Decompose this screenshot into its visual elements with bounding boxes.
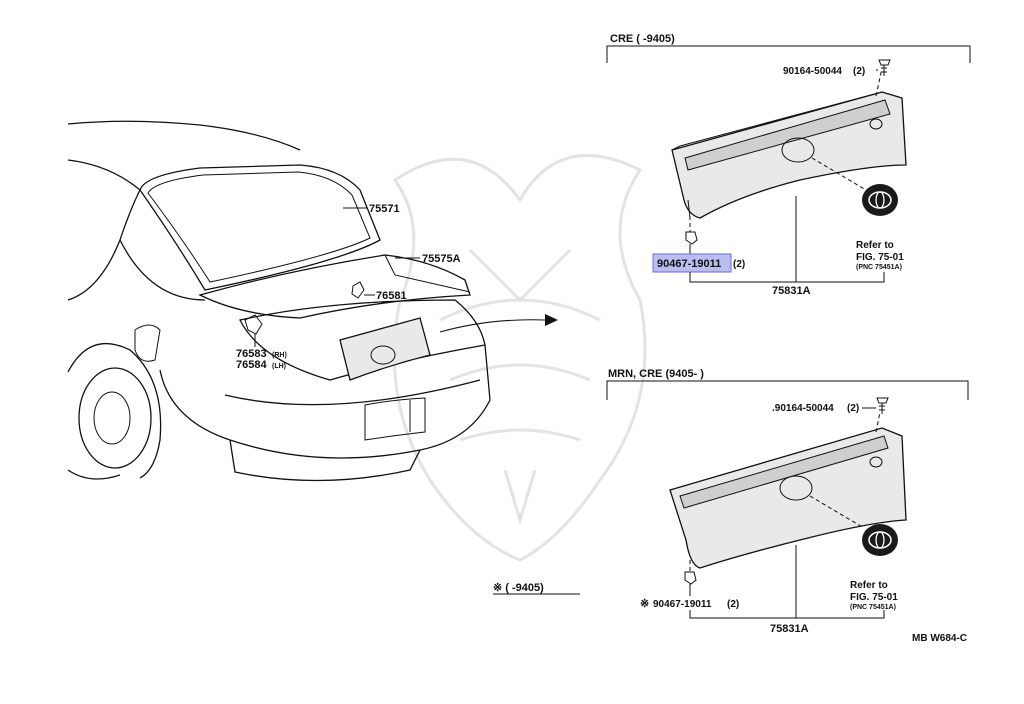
label-part-75575a: 75575A (422, 253, 461, 265)
clip-icon (684, 571, 697, 585)
label-side-rh: (RH) (272, 352, 287, 359)
footnote: ※ ( -9405) (493, 582, 544, 594)
upper-refer-line2: FIG. 75-01 (856, 252, 904, 263)
emblem-icon (862, 184, 898, 216)
upper-screw-part: 90164-50044 (783, 66, 842, 77)
upper-clip-qty: (2) (733, 259, 745, 270)
lower-refer-line3: (PNC 75451A) (850, 604, 896, 611)
label-part-76581: 76581 (376, 290, 407, 302)
upper-refer-line3: (PNC 75451A) (856, 264, 902, 271)
upper-clip-part[interactable]: 90467-19011 (657, 258, 721, 270)
lower-screw-part: .90164-50044 (772, 403, 834, 414)
clip-icon-76583 (244, 314, 263, 335)
upper-panel-part: 75831A (772, 285, 811, 297)
label-part-75571: 75571 (369, 203, 400, 215)
clip-icon (685, 231, 698, 245)
upper-section-title: CRE ( -9405) (610, 33, 675, 45)
highlight-box (652, 253, 732, 273)
lower-clip-qty: (2) (727, 599, 739, 610)
lower-clip-mark: ※ (640, 598, 649, 610)
label-side-lh: (LH) (272, 363, 286, 370)
lower-refer-line1: Refer to (850, 580, 888, 591)
lower-panel-part: 75831A (770, 623, 809, 635)
clip-icon-76581 (351, 281, 365, 299)
label-part-76583: 76583 (236, 348, 267, 360)
upper-refer-line1: Refer to (856, 240, 894, 251)
label-part-76584: 76584 (236, 359, 267, 371)
car-drawing (67, 120, 491, 482)
screw-icon (876, 397, 889, 414)
lower-section-title: MRN, CRE (9405- ) (608, 368, 704, 380)
arrow-icon (439, 314, 558, 333)
upper-section: CRE ( -9405) 90164-50044 (2) (606, 33, 971, 297)
watermark-emblem (392, 154, 647, 562)
emblem-icon (862, 524, 898, 556)
lower-screw-qty: (2) (847, 403, 859, 414)
lower-refer-line2: FIG. 75-01 (850, 592, 898, 603)
drawing-code: MB W684-C (912, 633, 967, 644)
lower-section: MRN, CRE (9405- ) .90164-50044 (2) (606, 368, 969, 635)
lower-clip-part: 90467-19011 (653, 599, 712, 610)
upper-screw-qty: (2) (853, 66, 865, 77)
